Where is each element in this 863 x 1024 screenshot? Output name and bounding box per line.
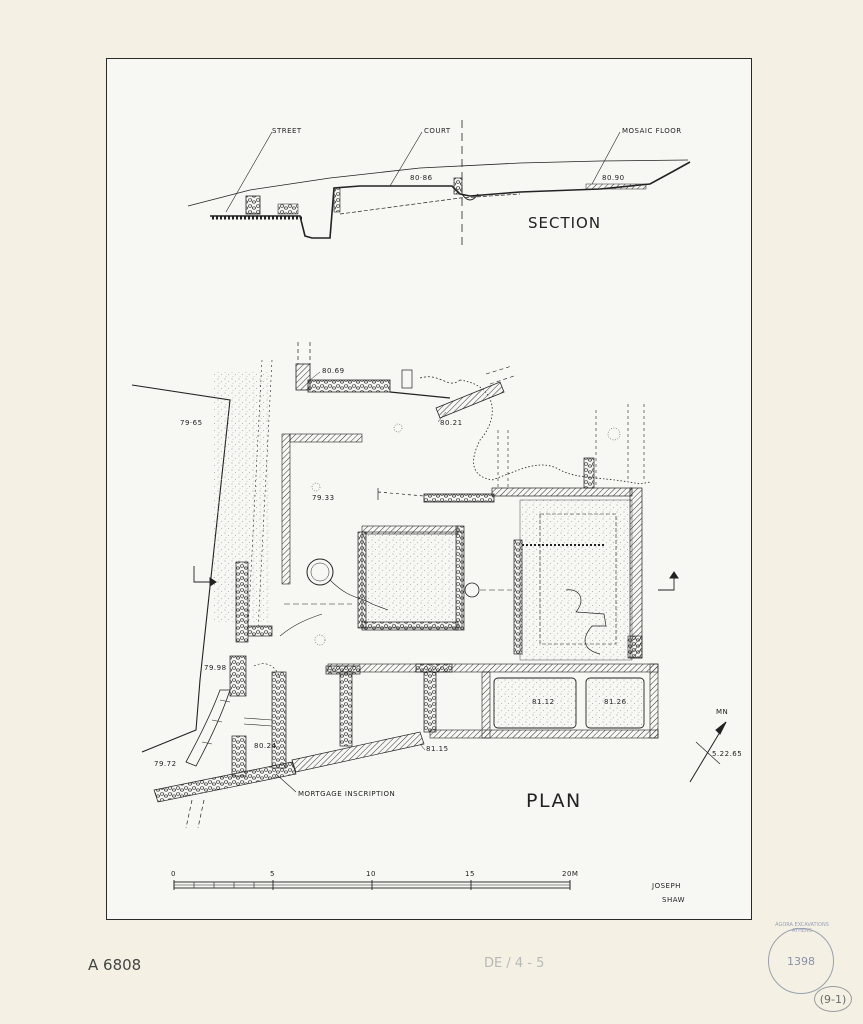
court-leader — [389, 131, 423, 187]
credit-first-name: JOSEPH — [652, 882, 681, 890]
scale-tick-label: 0 — [171, 870, 176, 878]
section-drawing — [187, 120, 691, 250]
credit-last-name: SHAW — [662, 896, 686, 904]
agora-stamp: 1398 — [768, 928, 834, 994]
elevation-label: 80.21 — [440, 419, 463, 427]
street-boundary — [131, 384, 231, 753]
label-street: STREET — [272, 127, 302, 135]
sheet-number: (9-1) — [814, 986, 852, 1012]
elevation-mosaic: 80.90 — [602, 174, 625, 182]
scale-tick-label: 15 — [465, 870, 475, 878]
scale-bar — [173, 880, 571, 890]
elevation-label: 81.15 — [426, 745, 449, 753]
plan-drawing — [131, 342, 727, 829]
scale-tick-label: 10 — [366, 870, 376, 878]
elevation-label: 81.26 — [604, 698, 627, 706]
plan-title: PLAN — [526, 790, 582, 812]
mosaic-leader — [591, 131, 621, 185]
stamp-text: AGORA EXCAVATIONS ATHENS — [775, 922, 829, 934]
elevation-court: 80·86 — [410, 174, 433, 182]
elevation-label: 79.98 — [204, 664, 227, 672]
section-grade-line — [187, 159, 689, 207]
mortgage-inscription-label: MORTGAGE INSCRIPTION — [298, 790, 396, 798]
elevation-label: 80.69 — [322, 367, 345, 375]
catalog-number: A 6808 — [88, 956, 142, 974]
elevation-label: 79·65 — [180, 419, 203, 427]
street-leader — [225, 131, 273, 213]
north-label: MN — [716, 708, 729, 716]
elevation-label: 79.33 — [312, 494, 335, 502]
label-court: COURT — [424, 127, 451, 135]
north-date: 5.22.65 — [712, 750, 743, 758]
elevation-label: 79.72 — [154, 760, 177, 768]
drawing-frame — [106, 58, 752, 920]
stamp-number: 1398 — [787, 954, 815, 968]
label-mosaic-floor: MOSAIC FLOOR — [622, 127, 682, 135]
scale-tick-label: 5 — [270, 870, 275, 878]
mortgage-leader — [275, 773, 297, 793]
section-title: SECTION — [528, 214, 602, 232]
elevation-label: 80.24 — [254, 742, 277, 750]
elevation-label: 81.12 — [532, 698, 555, 706]
scale-tick-label: 20M — [562, 870, 579, 878]
pencil-note: DE / 4 - 5 — [484, 956, 545, 971]
